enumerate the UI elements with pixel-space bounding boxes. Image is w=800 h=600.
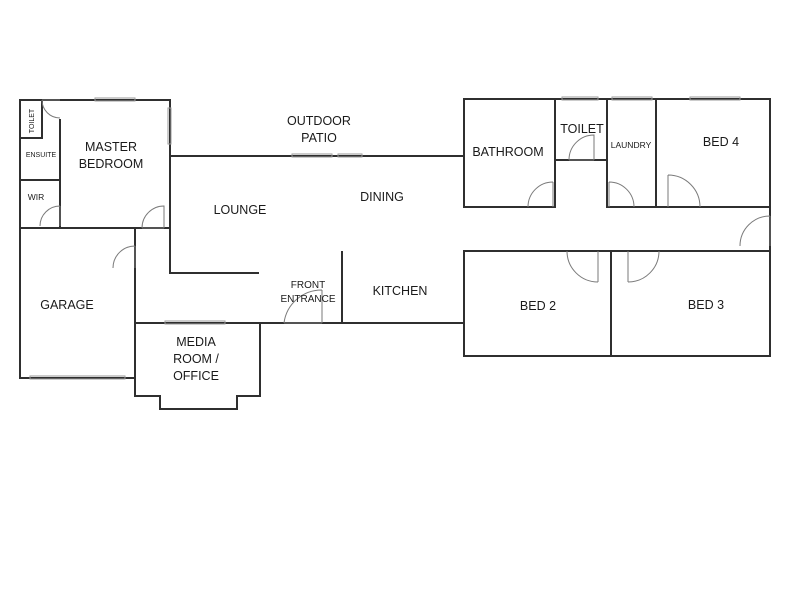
label-entrance-1: FRONT [291,280,325,291]
bedrooms-2-3-outline [463,250,771,357]
window-media-top [164,320,226,325]
windows [29,96,741,380]
door-bathroom [527,181,554,208]
window-patio-2 [337,153,363,158]
label-outdoor-2: PATIO [301,131,337,145]
window-toilet-top [561,96,599,101]
door-bed3 [627,250,660,283]
window-master-side [167,107,172,145]
label-entrance-2: ENTRANCE [280,294,335,305]
doors [39,99,771,324]
label-bed4: BED 4 [703,135,739,149]
door-bed2 [566,250,599,283]
door-garage [112,245,136,269]
label-dining: DINING [360,190,404,204]
door-bed4 [667,174,701,208]
window-garage-bottom [29,375,126,380]
door-master [141,205,165,229]
room-labels: TOILET ENSUITE WIR MASTER BEDROOM OUTDOO… [26,108,739,383]
bathroom-block-outline [463,98,556,208]
label-ensuite: ENSUITE [26,152,57,159]
label-laundry: LAUNDRY [611,140,652,150]
label-garage: GARAGE [40,298,94,312]
window-master-top [94,97,136,102]
door-hall-closet [739,215,771,247]
label-bathroom: BATHROOM [472,145,543,159]
label-lounge: LOUNGE [214,203,267,217]
label-toilet: TOILET [560,122,604,136]
label-media-1: MEDIA [176,335,216,349]
label-master-2: BEDROOM [79,157,144,171]
label-outdoor-1: OUTDOOR [287,114,351,128]
door-toilet-small [41,99,61,119]
label-wir: WIR [28,192,45,202]
window-laundry-top [611,96,653,101]
window-bed4-top [689,96,741,101]
door-toilet [568,134,595,161]
door-wir [39,205,61,227]
door-front-entrance [283,289,323,324]
door-laundry [608,181,635,208]
label-kitchen: KITCHEN [373,284,428,298]
label-master-1: MASTER [85,140,137,154]
label-toilet-small: TOILET [29,108,36,133]
media-room-outline [134,322,261,410]
label-media-2: ROOM / [173,352,219,366]
label-bed3: BED 3 [688,298,724,312]
window-patio-1 [291,153,333,158]
label-media-3: OFFICE [173,369,219,383]
label-bed2: BED 2 [520,299,556,313]
